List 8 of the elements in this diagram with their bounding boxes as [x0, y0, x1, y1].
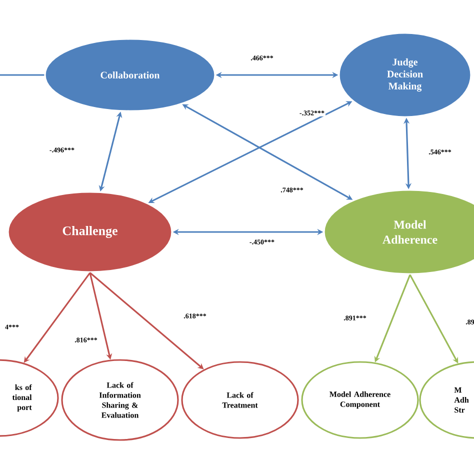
ellipse-node: Lack of Information Sharing & Evaluation — [61, 359, 179, 441]
ellipse-node: Judge Decision Making — [338, 32, 472, 118]
ellipse-node: Lack of Treatment — [181, 361, 299, 439]
ellipse-node: Collaboration — [44, 38, 216, 112]
ellipse-node: Challenge — [7, 191, 173, 273]
arrow — [89, 272, 204, 370]
ellipse-node: Model Adherence Component — [301, 361, 419, 439]
ellipse-node: Model Adherence — [323, 189, 474, 275]
